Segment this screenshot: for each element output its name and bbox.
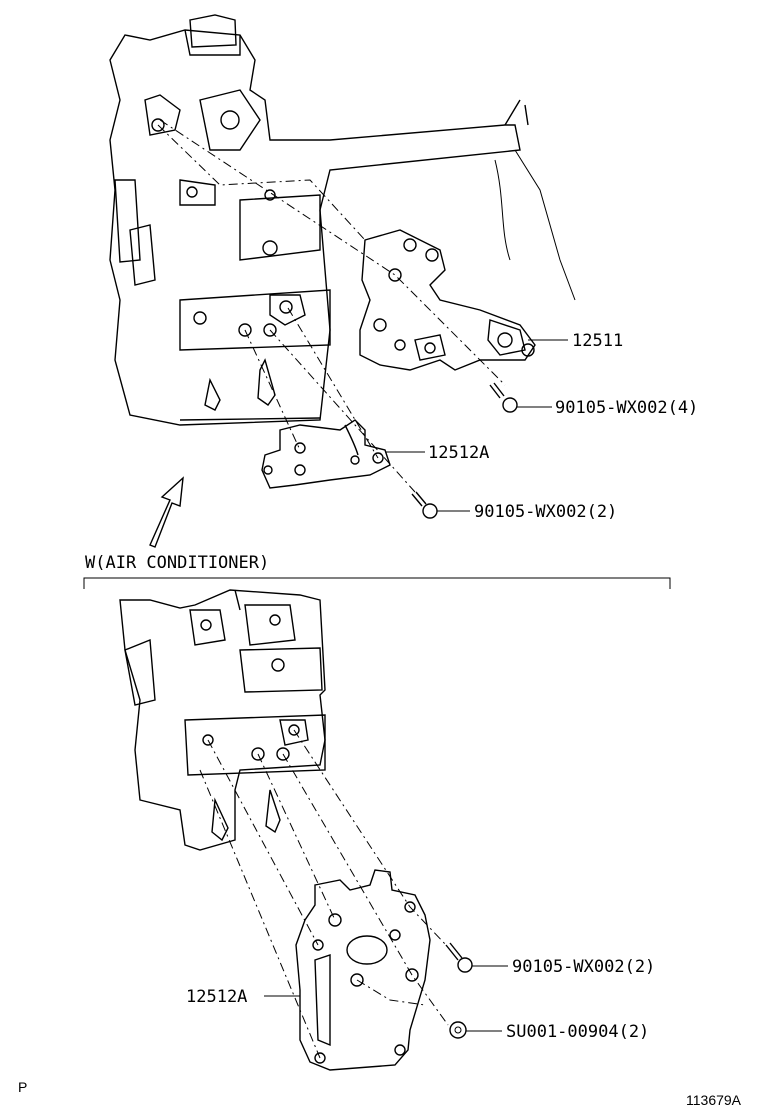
assembly-lines-lower: [199, 729, 449, 1059]
bolt-icon: [445, 942, 473, 973]
leader-lines-upper: [385, 339, 568, 512]
assembly-lines-upper: [157, 119, 506, 493]
bracket-12512a-upper: [261, 419, 391, 489]
bolt-icon: [489, 382, 518, 413]
leader-lines-lower: [264, 965, 508, 1032]
part-label-12512a-lower: 12512A: [186, 987, 247, 1007]
bracket-12512a-lower: [295, 869, 431, 1071]
bolt-label-mid: 90105-WX002(2): [474, 502, 617, 522]
corner-mark: P: [18, 1079, 27, 1095]
part-label-12512a-upper: 12512A: [428, 443, 489, 463]
section-title: W(AIR CONDITIONER): [85, 553, 269, 573]
nut-label-lower: SU001-00904(2): [506, 1022, 649, 1042]
bolt-icon: [411, 491, 438, 519]
section-divider: [83, 577, 671, 589]
arrow-up-icon: [149, 476, 184, 548]
figure-id: 113679A: [686, 1092, 742, 1108]
part-label-12511: 12511: [572, 331, 623, 351]
bolt-label-lower: 90105-WX002(2): [512, 957, 655, 977]
engine-block-lower: [119, 589, 326, 851]
nut-icon: [449, 1021, 467, 1039]
bracket-12511: [359, 229, 536, 371]
engine-block-upper: [109, 14, 576, 426]
bolt-label-upper: 90105-WX002(4): [555, 398, 698, 418]
